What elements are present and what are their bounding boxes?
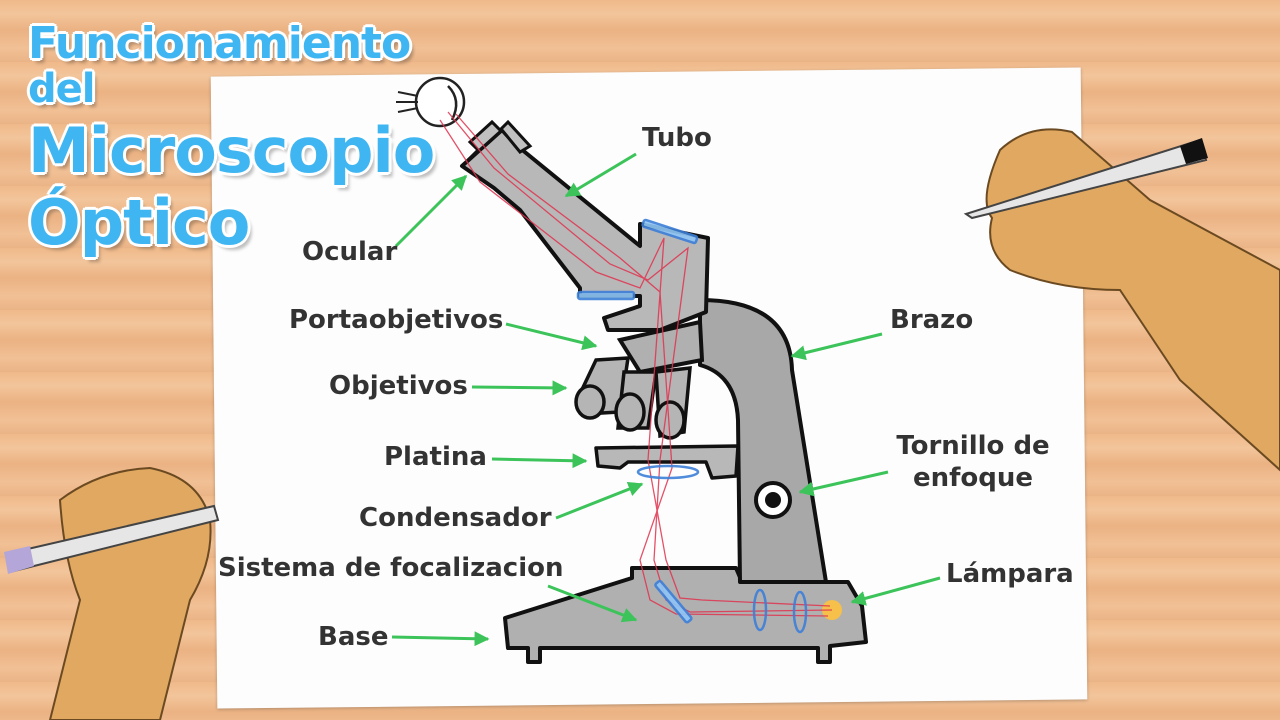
label-sistema-focalizacion: Sistema de focalizacion [218, 553, 564, 583]
arrow-portaobjetivos [505, 322, 598, 351]
title-line-2: del [28, 66, 95, 112]
arrow-tornillo [798, 470, 889, 497]
label-base: Base [318, 622, 389, 652]
label-tubo: Tubo [642, 123, 712, 153]
nosepiece [616, 319, 705, 375]
arrow-tubo [564, 152, 637, 198]
stage [594, 444, 740, 480]
microscope-arm [698, 298, 828, 584]
label-objetivos: Objetivos [329, 371, 468, 401]
label-platina: Platina [384, 442, 487, 472]
eye-icon [396, 76, 466, 128]
arrow-brazo [790, 332, 883, 361]
arrow-objetivos [471, 380, 568, 396]
arrow-platina [491, 453, 588, 469]
label-tornillo-line1: Tornillo de [896, 431, 1050, 461]
title-line-3: Microscopio [28, 114, 435, 187]
lenses [576, 218, 808, 634]
arrow-ocular [394, 174, 468, 248]
arrow-lampara [850, 576, 941, 606]
label-brazo: Brazo [890, 305, 974, 335]
arrow-base [391, 631, 490, 647]
arrow-sistema [547, 584, 638, 623]
arrow-condensador [555, 481, 644, 520]
objectives [574, 356, 692, 440]
label-lampara: Lámpara [946, 559, 1074, 589]
hand-top-right [963, 128, 1280, 472]
label-tornillo-line2: enfoque [912, 463, 1034, 493]
label-condensador: Condensador [359, 503, 552, 533]
label-portaobjetivos: Portaobjetivos [289, 305, 504, 335]
title-line-4: Óptico [28, 186, 250, 259]
pointer-arrows [391, 152, 941, 647]
eyepiece [460, 119, 533, 168]
title-line-1: Funcionamiento [28, 18, 411, 69]
label-tornillo-enfoque: Tornillo de enfoque [893, 430, 1053, 494]
label-ocular: Ocular [302, 237, 398, 267]
hand-bottom-left [4, 466, 220, 720]
